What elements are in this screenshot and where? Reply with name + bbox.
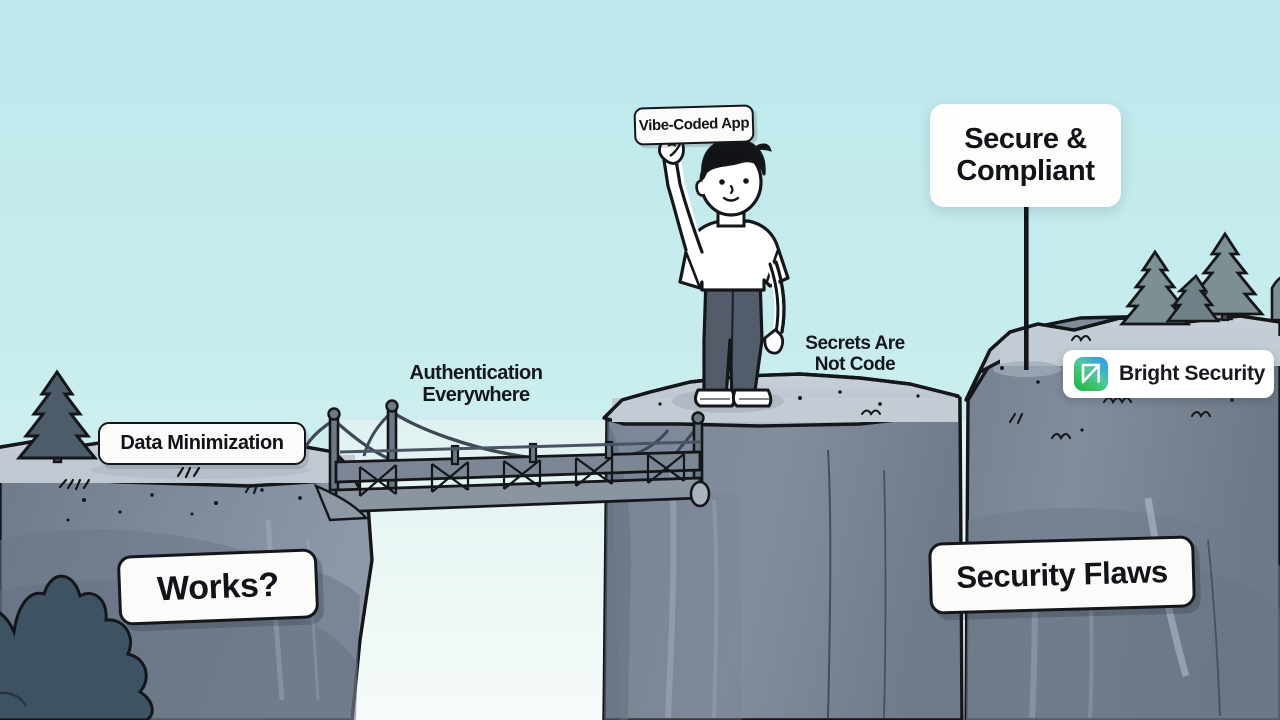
label-works-text: Works? xyxy=(156,565,280,608)
label-secure-compliant-line1: Secure & xyxy=(964,123,1087,156)
bright-security-logo-icon xyxy=(1074,357,1108,391)
foreground-bush xyxy=(0,574,154,720)
label-vibe-coded-app[interactable]: Vibe-Coded App xyxy=(633,104,755,146)
signpost-pole xyxy=(993,200,1061,377)
center-plateau xyxy=(602,372,964,720)
character-pointing-up xyxy=(658,120,790,408)
brand-badge-bright-security[interactable]: Bright Security xyxy=(1063,350,1274,398)
label-secure-compliant[interactable]: Secure & Compliant xyxy=(930,104,1121,207)
pine-tree-right-1 xyxy=(1119,249,1191,326)
label-secrets-not-code: Secrets Are Not Code xyxy=(777,333,933,376)
pine-tree-left xyxy=(15,369,99,464)
label-data-minimization[interactable]: Data Minimization xyxy=(98,422,306,465)
pine-tree-right-2 xyxy=(1184,231,1266,322)
pine-tree-right-3 xyxy=(1165,274,1221,323)
suspension-truss-bridge xyxy=(298,399,711,522)
label-authentication-line2: Everywhere xyxy=(422,384,530,407)
callout-tail xyxy=(669,143,682,157)
label-security-flaws[interactable]: Security Flaws xyxy=(928,535,1196,615)
label-security-flaws-text: Security Flaws xyxy=(955,554,1169,596)
label-authentication-everywhere: Authentication Everywhere xyxy=(381,362,571,407)
label-secrets-line1: Secrets Are xyxy=(805,333,905,354)
label-secrets-line2: Not Code xyxy=(814,354,896,376)
brand-name-text: Bright Security xyxy=(1119,361,1266,385)
label-data-minimization-text: Data Minimization xyxy=(120,431,284,454)
label-authentication-line1: Authentication xyxy=(409,362,544,384)
label-vibe-coded-app-text: Vibe-Coded App xyxy=(638,114,750,135)
label-secure-compliant-line2: Compliant xyxy=(956,154,1095,187)
label-works[interactable]: Works? xyxy=(116,548,320,626)
